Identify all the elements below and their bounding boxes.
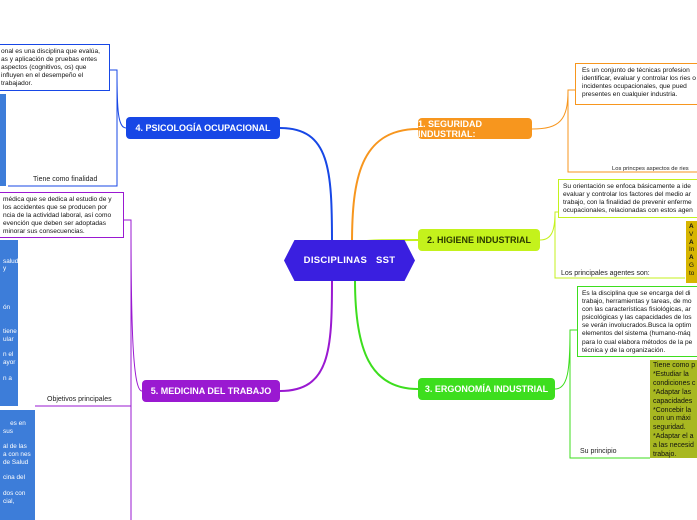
link-medicina xyxy=(279,279,333,392)
link-ergonomia xyxy=(354,279,419,390)
center-label: DISCIPLINAS SST xyxy=(303,255,396,266)
topic-ergonomia-industrial[interactable]: 3. ERGONOMÍA INDUSTRIAL xyxy=(418,378,555,400)
ergonomia-definition[interactable]: Es la disciplina que se encarga del di t… xyxy=(577,286,697,357)
psicologia-finalidad-panel[interactable] xyxy=(0,94,6,186)
center-node[interactable]: DISCIPLINAS SST xyxy=(284,240,415,281)
ergonomia-principio-label: Su principio xyxy=(580,448,617,455)
topic-seguridad-industrial[interactable]: 1. SEGURIDAD INDUSTRIAL: xyxy=(418,118,532,139)
medicina-objetivos-panel-2[interactable]: es en sus al de las a con nes de Salud c… xyxy=(0,410,35,520)
topic-psicologia-label: 4. PSICOLOGÍA OCUPACIONAL xyxy=(135,123,271,133)
topic-medicina-label: 5. MEDICINA DEL TRABAJO xyxy=(150,386,272,396)
ergonomia-principio-panel[interactable]: Tiene como p *Estudiar la condiciones c … xyxy=(650,360,697,458)
topic-higiene-label: 2. HIGIENE INDUSTRIAL xyxy=(426,235,531,245)
link-seguridad xyxy=(351,128,419,245)
topic-higiene-industrial[interactable]: 2. HIGIENE INDUSTRIAL xyxy=(418,229,540,251)
topic-psicologia-ocupacional[interactable]: 4. PSICOLOGÍA OCUPACIONAL xyxy=(126,117,280,139)
psicologia-finalidad-label: Tiene como finalidad xyxy=(33,176,98,183)
seguridad-definition[interactable]: Es un conjunto de técnicas profesion ide… xyxy=(575,63,697,105)
topic-medicina-trabajo[interactable]: 5. MEDICINA DEL TRABAJO xyxy=(142,380,280,402)
higiene-definition[interactable]: Su orientación se enfoca básicamente a i… xyxy=(558,179,697,218)
seguridad-aspectos-label: Los princpes aspectos de ries xyxy=(612,166,689,172)
topic-seguridad-label: 1. SEGURIDAD INDUSTRIAL: xyxy=(418,118,483,139)
psicologia-definition[interactable]: onal es una disciplina que evalúa, as y … xyxy=(0,44,110,91)
higiene-agentes-panel[interactable]: A V A In A G to xyxy=(686,221,697,283)
higiene-agentes-label: Los principales agentes son: xyxy=(561,270,650,277)
topic-ergonomia-label: 3. ERGONOMÍA INDUSTRIAL xyxy=(424,384,549,394)
medicina-objetivos-label: Objetivos principales xyxy=(47,396,112,403)
medicina-definition[interactable]: médica que se dedica al estudio de y los… xyxy=(0,192,124,238)
link-psicologia xyxy=(279,127,333,245)
medicina-objetivos-panel-1[interactable]: salud y ón tiene ular n el ayor n a xyxy=(0,240,18,406)
